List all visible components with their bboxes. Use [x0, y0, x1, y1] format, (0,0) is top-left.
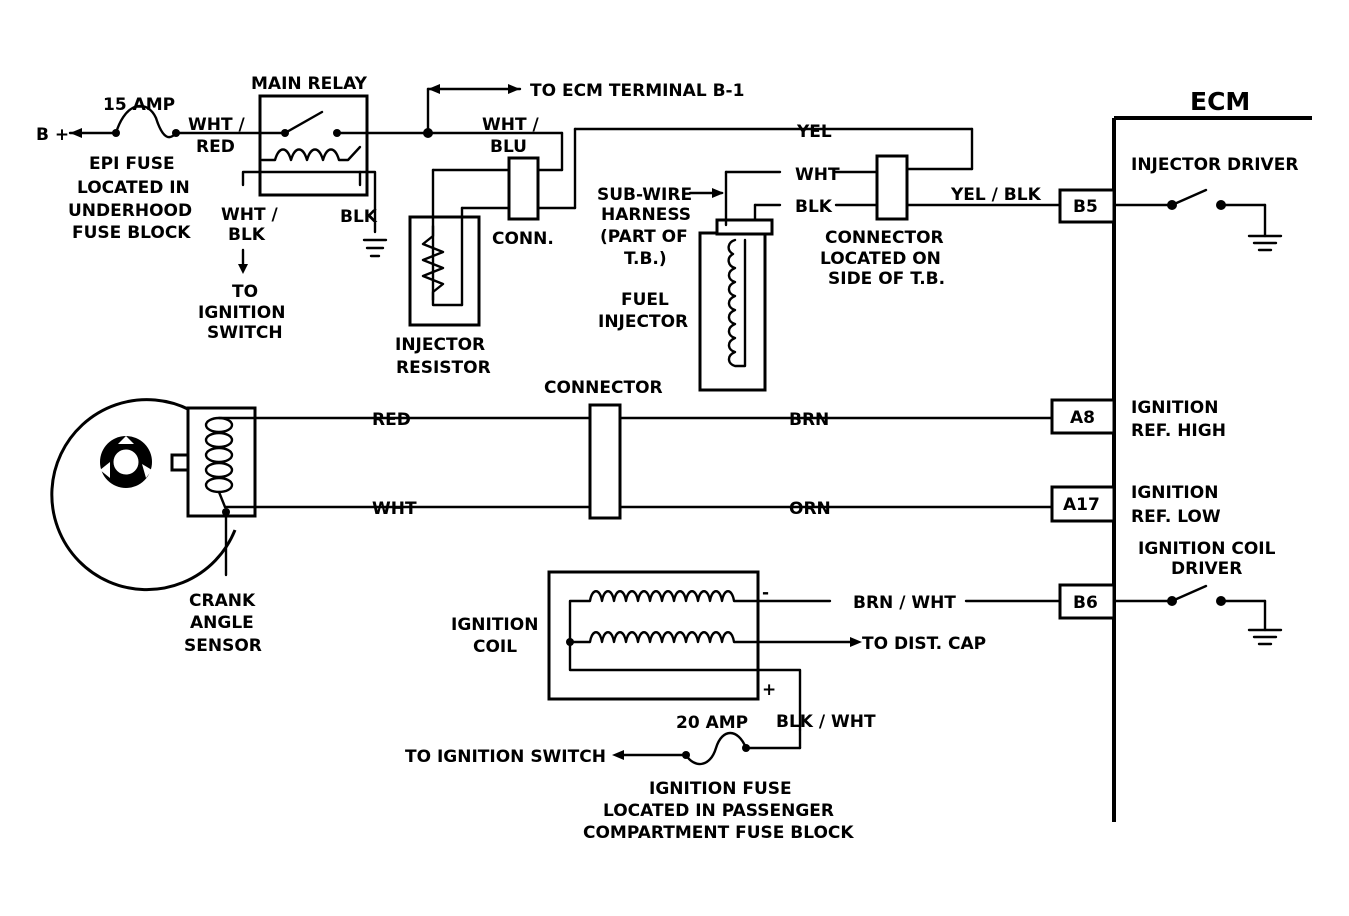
blk-inj-label: BLK [795, 197, 833, 217]
to-ecm-b1-label: TO ECM TERMINAL B-1 [530, 81, 744, 101]
fuse-20amp-label: 20 AMP [676, 713, 748, 733]
main-relay-label: MAIN RELAY [251, 74, 368, 94]
pin-b6-label: B6 [1073, 593, 1098, 613]
yel-blk-label: YEL / BLK [950, 185, 1042, 205]
epi-fuse-label-2: LOCATED IN [77, 178, 190, 198]
wht-blk-label-2: BLK [228, 225, 266, 245]
blk-relay-label: BLK [340, 207, 378, 227]
sub-wire-label-1: SUB-WIRE [597, 185, 692, 205]
sub-wire-label-3: (PART OF [600, 227, 688, 247]
injector-resistor-label-2: RESISTOR [396, 358, 491, 378]
ign-fuse-label-3: COMPARTMENT FUSE BLOCK [583, 823, 854, 843]
ign-fuse-label-2: LOCATED IN PASSENGER [603, 801, 834, 821]
crank-label-2: ANGLE [190, 613, 254, 633]
ign-ref-low-label-2: REF. LOW [1131, 507, 1221, 527]
connector-tb-label-2: LOCATED ON [820, 249, 941, 269]
pin-a17-label: A17 [1063, 495, 1100, 515]
pin-a8: A8 IGNITION REF. HIGH [1050, 398, 1226, 441]
ecm-module: ECM [1112, 87, 1312, 822]
crank-angle-sensor: CRANK ANGLE SENSOR [50, 398, 592, 656]
wht-inj-label: WHT [795, 165, 840, 185]
tb-connector: CONNECTOR LOCATED ON SIDE OF T.B. YEL / … [820, 154, 1062, 289]
ign-coil-label-2: COIL [473, 637, 517, 657]
to-ign-switch-label-2: IGNITION [198, 303, 285, 323]
connector-tb-label-3: SIDE OF T.B. [828, 269, 945, 289]
ign-ref-low-label-1: IGNITION [1131, 483, 1218, 503]
minus-label: - [762, 583, 769, 603]
fuel-injector: WHT BLK SUB-WIRE HARNESS (PART OF T.B.) … [597, 165, 879, 392]
to-ign-switch-label-1: TO [232, 282, 258, 302]
to-ign-switch-label-3: SWITCH [207, 323, 283, 343]
wht-red-label-2: RED [196, 137, 235, 157]
ignition-coil: IGNITION COIL - + TO DIST. CAP BRN / WHT [451, 570, 1062, 732]
epi-fuse-label-4: FUSE BLOCK [72, 223, 191, 243]
connector-mid-label: CONNECTOR [544, 378, 663, 398]
epi-fuse-label-1: EPI FUSE [89, 154, 175, 174]
brn-wht-label: BRN / WHT [853, 593, 956, 613]
to-dist-cap-label: TO DIST. CAP [862, 634, 986, 654]
sub-wire-label-2: HARNESS [601, 205, 691, 225]
wht-blu-label-2: BLU [490, 137, 527, 157]
fuse-15amp-label: 15 AMP [103, 95, 175, 115]
wht-blk-label-1: WHT / [221, 205, 278, 225]
conn-small: CONN. YEL [431, 122, 974, 307]
b-plus-label: B + [36, 125, 69, 145]
ecm-title: ECM [1190, 87, 1250, 116]
pin-a17: A17 IGNITION REF. LOW [1050, 483, 1221, 527]
ign-coil-driver-label-1: IGNITION COIL [1138, 539, 1276, 559]
red-label: RED [372, 410, 411, 430]
injector-driver-label: INJECTOR DRIVER [1131, 155, 1298, 175]
wht-crank-label: WHT [372, 499, 417, 519]
wht-blu-label-1: WHT / [482, 115, 539, 135]
plus-label: + [762, 680, 776, 700]
conn-label: CONN. [492, 229, 554, 249]
ign-ref-high-label-2: REF. HIGH [1131, 421, 1226, 441]
injector-resistor-label-1: INJECTOR [395, 335, 485, 355]
crank-label-1: CRANK [189, 591, 256, 611]
ignition-fuse: 20 AMP BLK / WHT TO IGNITION SWITCH IGNI… [405, 712, 876, 843]
pin-a8-label: A8 [1070, 408, 1095, 428]
ign-ref-high-label-1: IGNITION [1131, 398, 1218, 418]
ign-fuse-label-1: IGNITION FUSE [649, 779, 792, 799]
main-relay: MAIN RELAY WHT / BLK TO IGNITION SWITCH … [198, 74, 432, 343]
ign-coil-driver-label-2: DRIVER [1171, 559, 1242, 579]
blk-wht-label: BLK / WHT [776, 712, 876, 732]
pin-b6: B6 IGNITION COIL DRIVER [1058, 539, 1283, 646]
injector-resistor: INJECTOR RESISTOR [395, 215, 491, 378]
relay-output: TO ECM TERMINAL B-1 WHT / BLU [423, 81, 744, 172]
pin-b5: B5 INJECTOR DRIVER [1058, 155, 1298, 252]
wht-red-label-1: WHT / [188, 115, 245, 135]
connector-tb-label-1: CONNECTOR [825, 228, 944, 248]
sub-wire-label-4: T.B.) [624, 249, 667, 269]
fuel-injector-label-2: INJECTOR [598, 312, 688, 332]
crank-wiring: RED WHT CONNECTOR BRN ORN [253, 378, 1054, 520]
yel-label: YEL [796, 122, 832, 142]
crank-label-3: SENSOR [184, 636, 262, 656]
pin-b5-label: B5 [1073, 197, 1098, 217]
orn-label: ORN [789, 499, 831, 519]
to-ign-switch-bottom-label: TO IGNITION SWITCH [405, 747, 606, 767]
epi-fuse-label-3: UNDERHOOD [68, 201, 192, 221]
fuel-injector-label-1: FUEL [621, 290, 669, 310]
power-feed: B + 15 AMP EPI FUSE LOCATED IN UNDERHOOD… [36, 95, 287, 243]
brn-label: BRN [789, 410, 829, 430]
ign-coil-label-1: IGNITION [451, 615, 538, 635]
